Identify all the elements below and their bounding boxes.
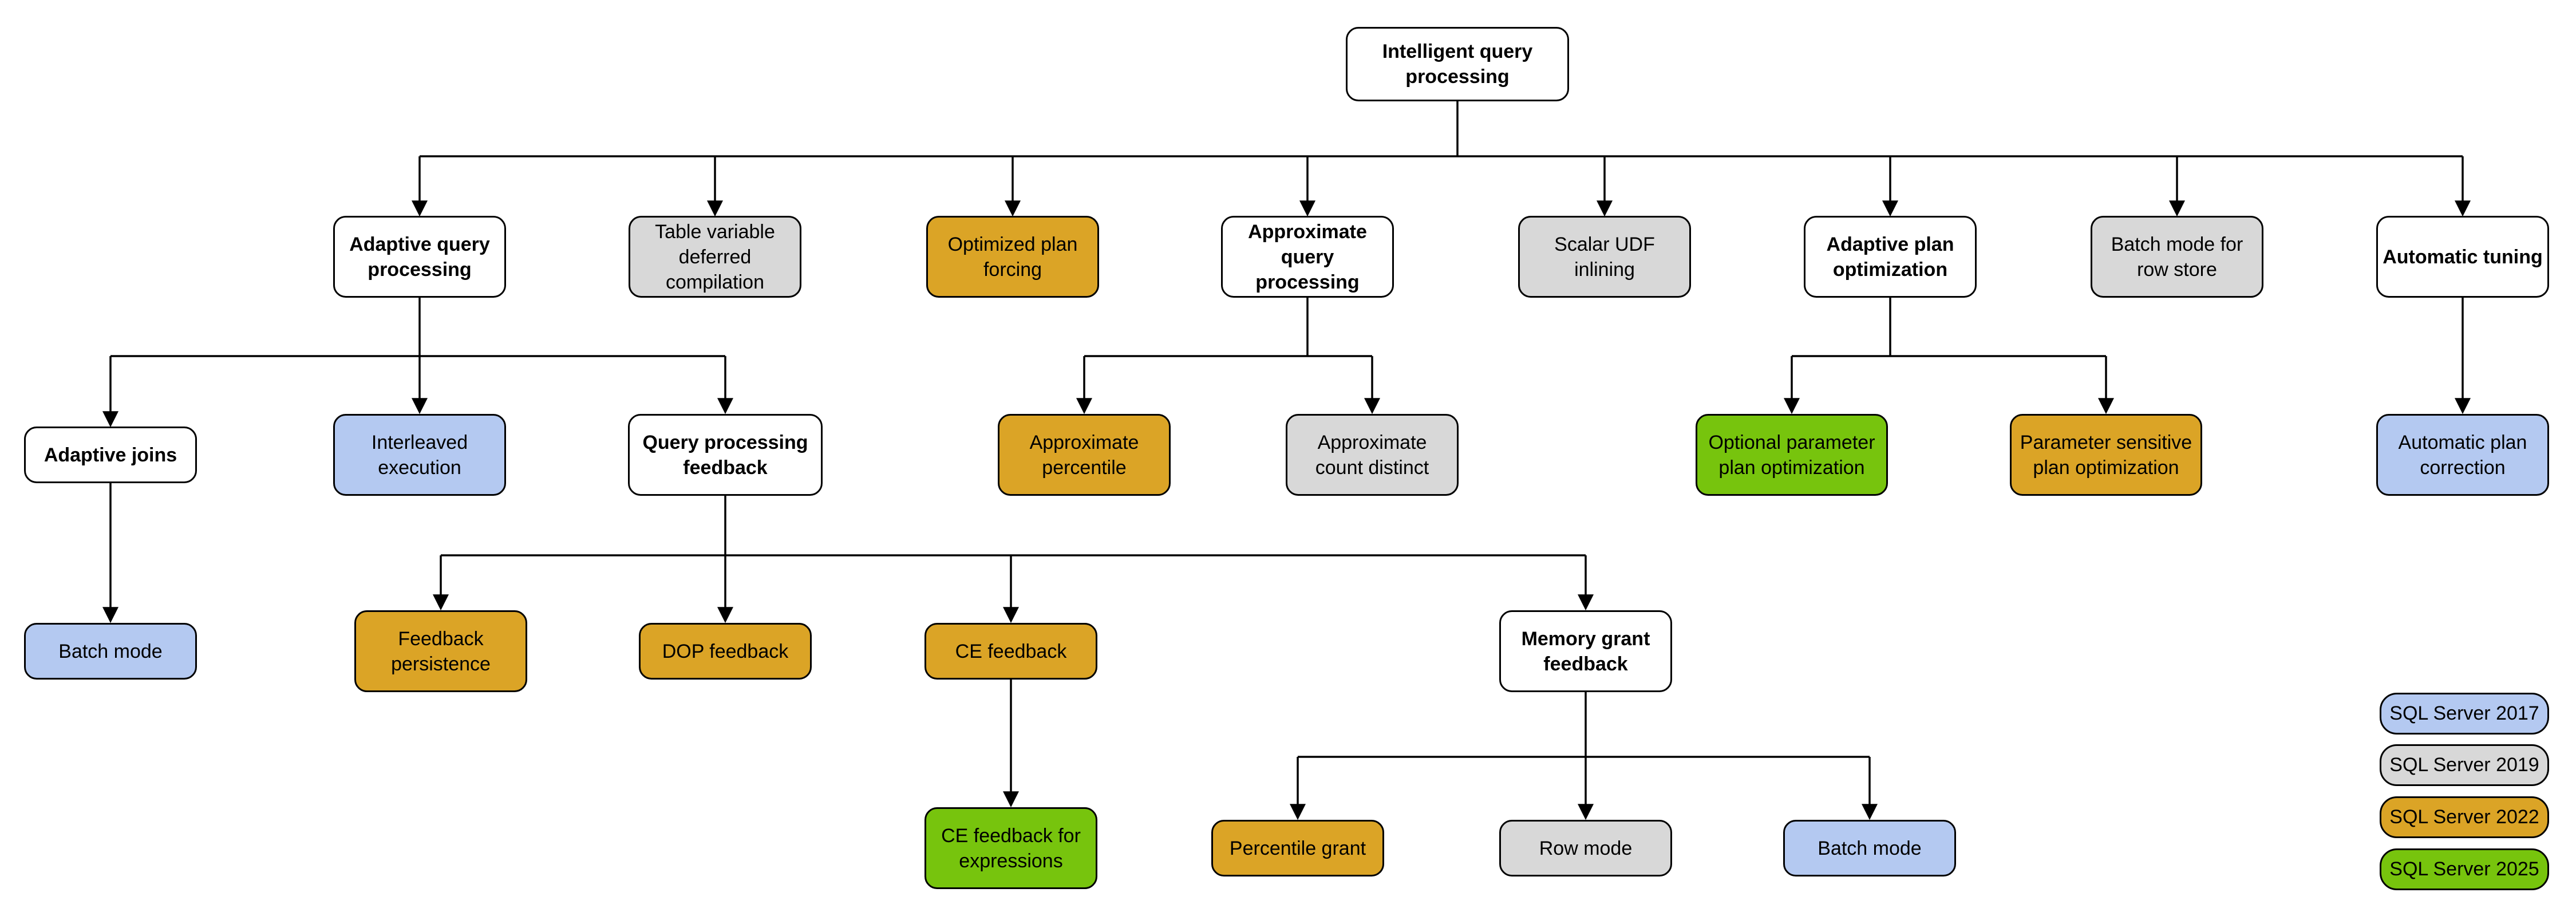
legend-sql-server-2025: SQL Server 2025 bbox=[2380, 848, 2549, 890]
node-automatic-tuning: Automatic tuning bbox=[2376, 216, 2549, 298]
node-adaptive-plan-optimization: Adaptive plan optimization bbox=[1804, 216, 1977, 298]
legend-sql-server-2019: SQL Server 2019 bbox=[2380, 744, 2549, 786]
node-adaptive-joins: Adaptive joins bbox=[24, 427, 197, 483]
node-interleaved-execution: Interleaved execution bbox=[333, 414, 506, 496]
node-parameter-sensitive-plan-optimization: Parameter sensitive plan optimization bbox=[2010, 414, 2202, 496]
node-batch-mode-under-adaptive-joins: Batch mode bbox=[24, 623, 197, 680]
node-query-processing-feedback: Query processing feedback bbox=[628, 414, 823, 496]
node-scalar-udf-inlining: Scalar UDF inlining bbox=[1518, 216, 1691, 298]
node-table-variable-deferred-compilation: Table variable deferred compilation bbox=[629, 216, 801, 298]
node-intelligent-query-processing: Intelligent query processing bbox=[1346, 27, 1569, 101]
legend-sql-server-2022: SQL Server 2022 bbox=[2380, 796, 2549, 838]
node-percentile-grant: Percentile grant bbox=[1211, 820, 1384, 876]
node-ce-feedback: CE feedback bbox=[924, 623, 1097, 680]
node-batch-mode-under-memory-grant: Batch mode bbox=[1783, 820, 1956, 876]
node-memory-grant-feedback: Memory grant feedback bbox=[1499, 610, 1672, 692]
node-approximate-percentile: Approximate percentile bbox=[998, 414, 1171, 496]
node-optimized-plan-forcing: Optimized plan forcing bbox=[926, 216, 1099, 298]
node-optional-parameter-plan-optimization: Optional parameter plan optimization bbox=[1696, 414, 1888, 496]
node-row-mode: Row mode bbox=[1499, 820, 1672, 876]
node-batch-mode-for-row-store: Batch mode for row store bbox=[2091, 216, 2263, 298]
node-ce-feedback-for-expressions: CE feedback for expressions bbox=[924, 807, 1097, 889]
node-approximate-query-processing: Approximate query processing bbox=[1221, 216, 1394, 298]
node-adaptive-query-processing: Adaptive query processing bbox=[333, 216, 506, 298]
node-dop-feedback: DOP feedback bbox=[639, 623, 812, 680]
node-feedback-persistence: Feedback persistence bbox=[354, 610, 527, 692]
node-automatic-plan-correction: Automatic plan correction bbox=[2376, 414, 2549, 496]
node-approximate-count-distinct: Approximate count distinct bbox=[1286, 414, 1459, 496]
legend-sql-server-2017: SQL Server 2017 bbox=[2380, 693, 2549, 735]
